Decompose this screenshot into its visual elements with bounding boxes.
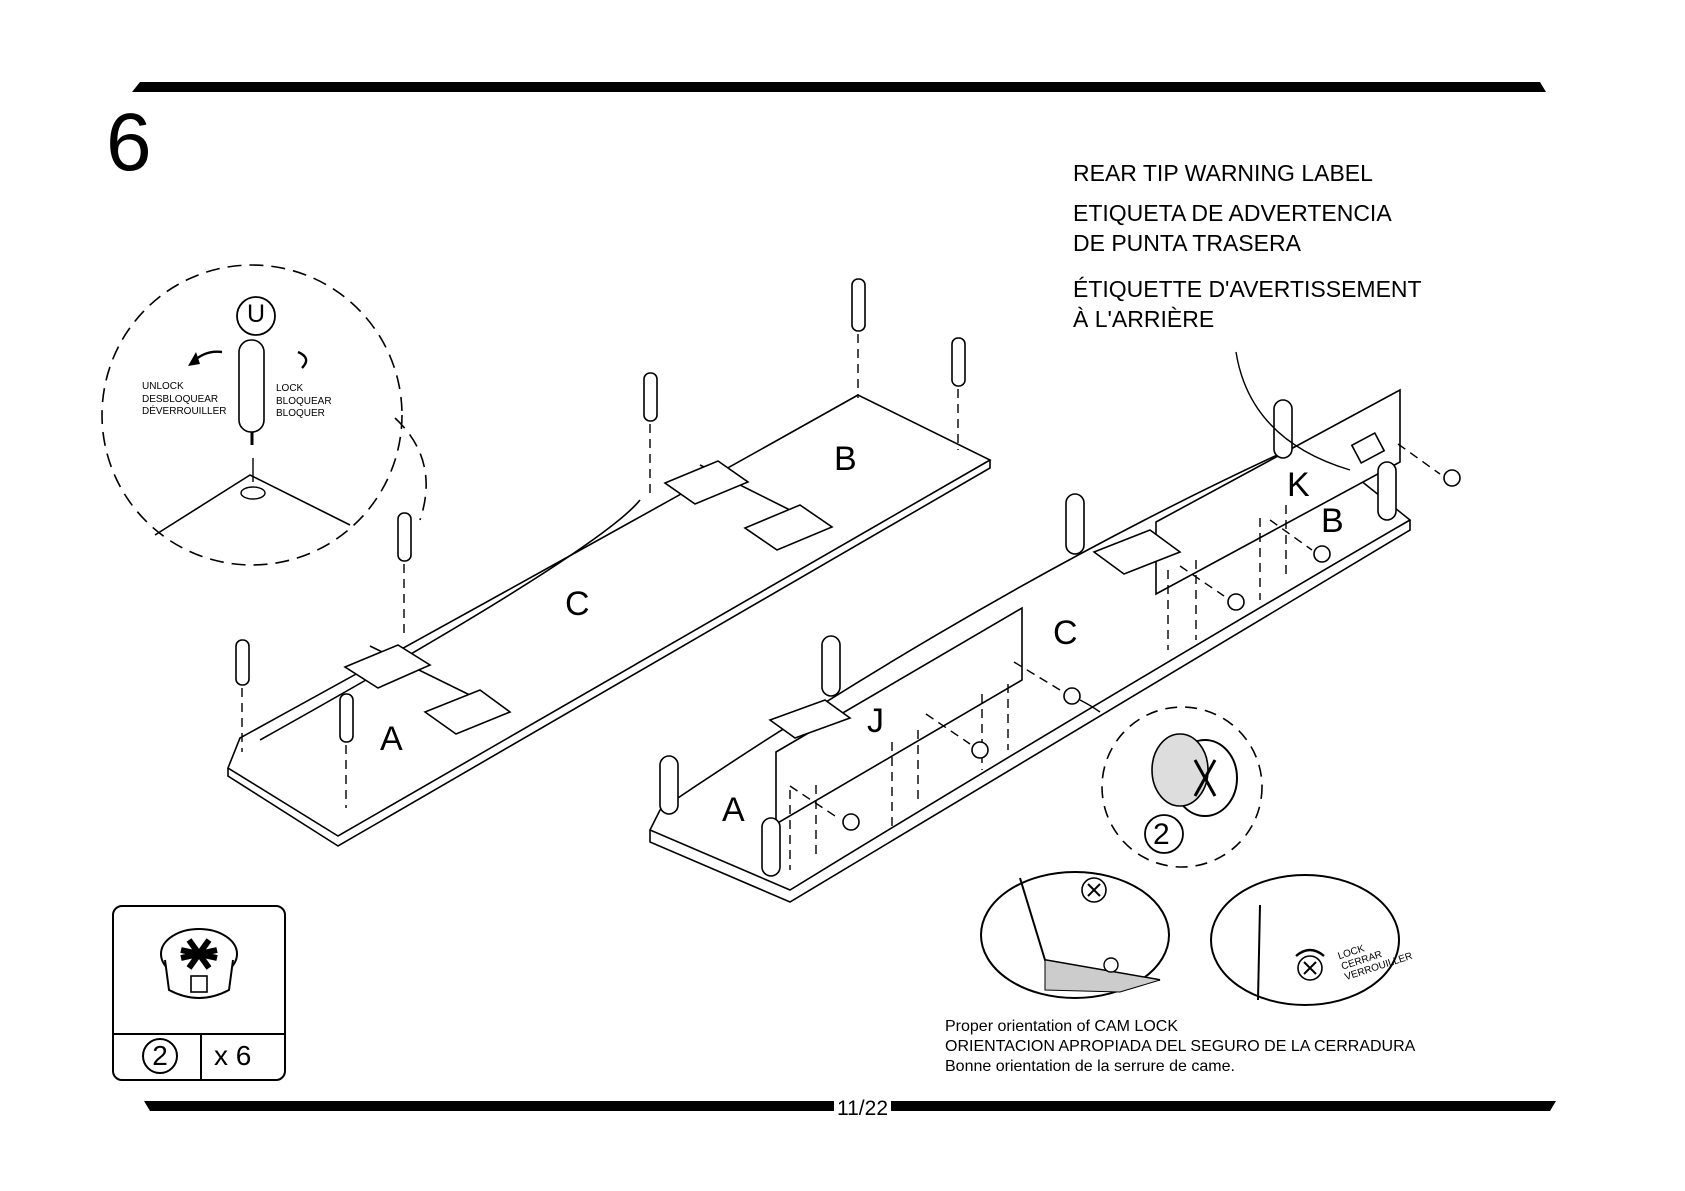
hardware-quantity: x 6 [214,1040,252,1071]
warning-label-fr-1: ÉTIQUETTE D'AVERTISSEMENT [1073,276,1422,302]
warning-label-en: REAR TIP WARNING LABEL [1073,160,1373,186]
warning-label-fr-2: À L'ARRIÈRE [1073,306,1215,332]
left-legs [235,278,966,743]
header-bar [132,82,1546,92]
part-label-b-top: B [834,440,857,478]
warning-label-es-1: ETIQUETA DE ADVERTENCIA [1073,200,1392,226]
part-label-b-bottom: B [1321,502,1344,540]
warning-label-es-2: DE PUNTA TRASERA [1073,230,1301,256]
hardware-box: 2 x 6 [112,905,286,1081]
hardware-part-number: 2 [142,1038,178,1074]
detail-callout-u [101,264,427,566]
hardware-box-divider [200,1035,202,1079]
cam-lock-caption-fr: Bonne orientation de la serrure de came. [945,1058,1235,1075]
part-label-c-bottom: C [1053,614,1078,652]
left-panel-assembly [227,394,992,847]
right-panel-assembly [648,388,1412,903]
cam-lock-caption-es: ORIENTACION APROPIADA DEL SEGURO DE LA C… [945,1038,1416,1055]
page-number: 11/22 [834,1097,891,1121]
part-label-k: K [1287,466,1310,504]
part-label-a-bottom: A [722,791,745,829]
warning-leader [1235,351,1351,471]
orientation-detail-left [980,871,1170,999]
part-label-cam-callout: 2 [1153,818,1170,851]
unlock-label: UNLOCK DESBLOQUEAR DÉVERROUILLER [142,381,227,417]
right-legs [659,399,1397,877]
cam-lock-icon [160,928,238,999]
part-label-u: U [247,300,266,328]
hardware-box-row: 2 x 6 [114,1033,284,1079]
part-label-a-top: A [380,720,403,758]
cam-lock-callout [1079,699,1263,868]
cam-lock-caption-en: Proper orientation of CAM LOCK [945,1018,1178,1035]
orientation-detail-right [1210,874,1400,1006]
lock-label: LOCK BLOQUEAR BLOQUER [276,383,332,419]
step-number: 6 [106,97,152,188]
part-label-c-top: C [565,585,590,623]
part-label-j: J [867,702,884,740]
left-guide-lines [241,334,959,808]
cam-locks [842,469,1461,831]
